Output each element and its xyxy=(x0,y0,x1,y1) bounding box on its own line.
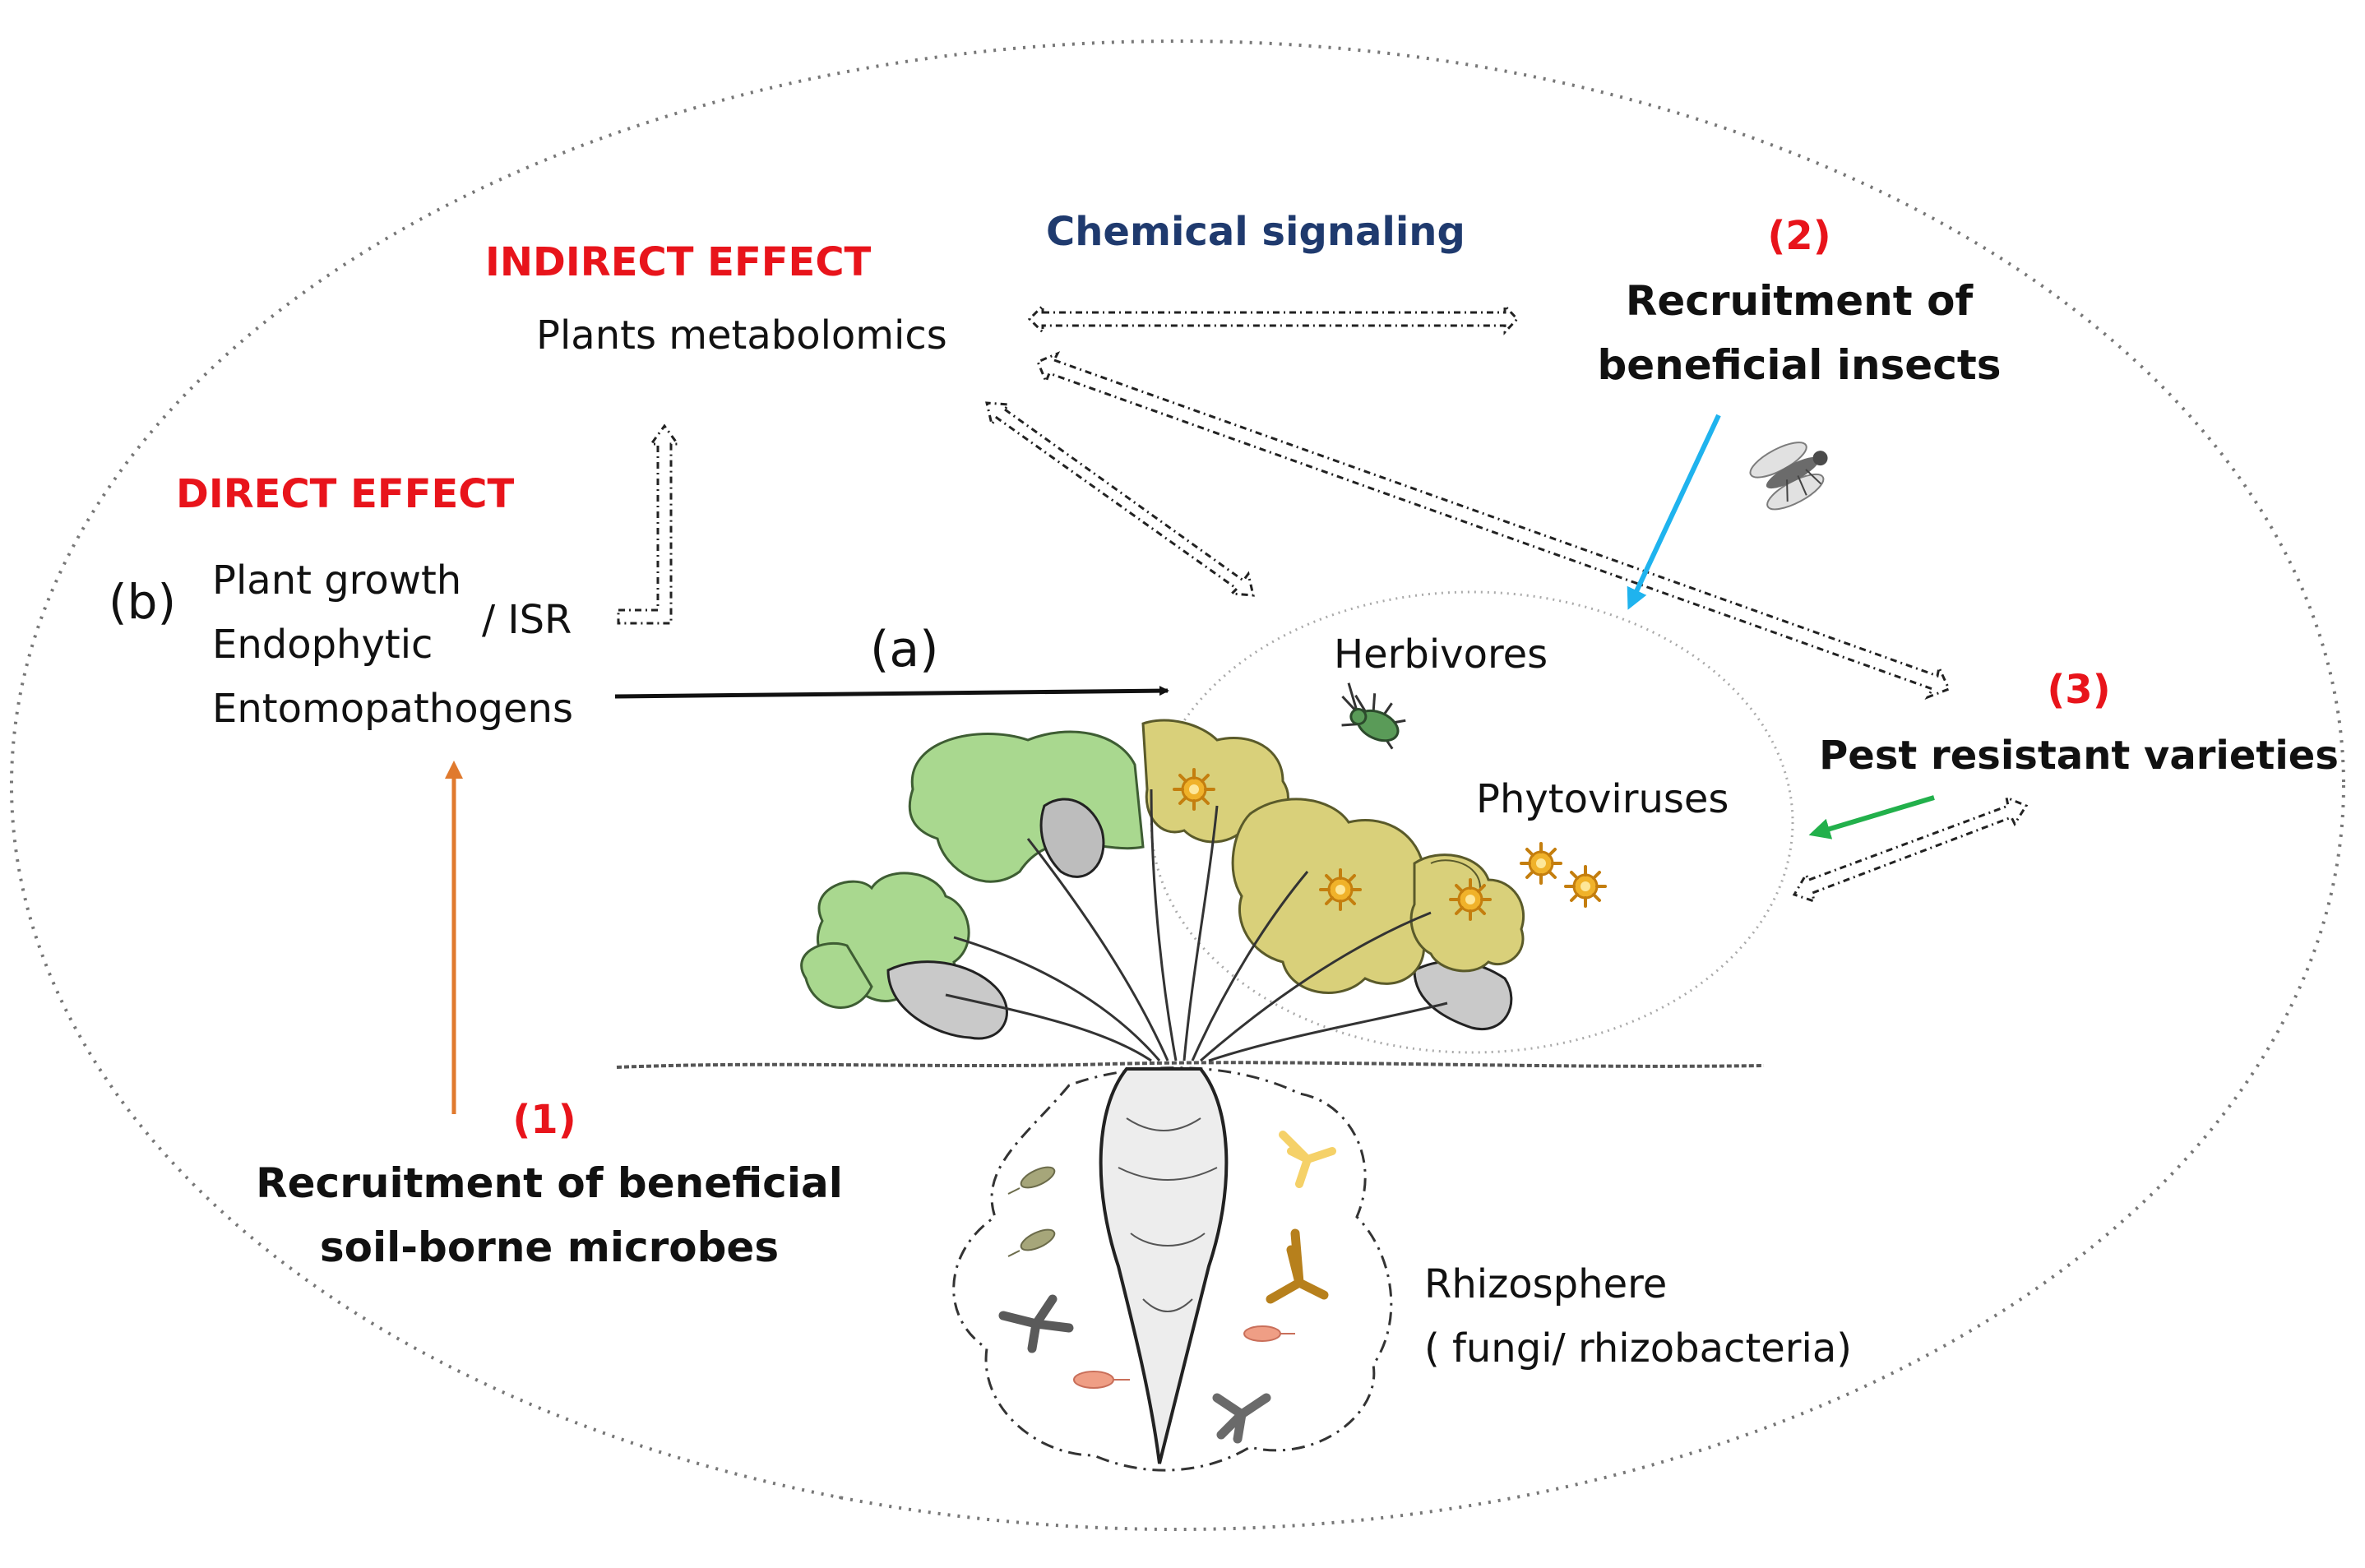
rhizosphere-label: Rhizosphere xyxy=(1424,1261,1667,1307)
direct-effect-heading: DIRECT EFFECT xyxy=(176,471,515,517)
plant-illustration xyxy=(616,719,1765,1464)
indirect-effect-heading: INDIRECT EFFECT xyxy=(485,239,872,285)
step-3-number: (3) xyxy=(2047,667,2110,713)
step-1-number: (1) xyxy=(512,1097,576,1143)
soil-microbes xyxy=(998,1131,1336,1444)
beneficial-insect-icon xyxy=(1749,442,1828,511)
recruitment-insects-line2: beneficial insects xyxy=(1597,341,2001,389)
virus-icon xyxy=(1520,842,1562,885)
phytoviruses-label: Phytoviruses xyxy=(1476,776,1729,822)
plant-growth-label: Plant growth xyxy=(212,557,461,604)
marker-a: (a) xyxy=(870,621,939,678)
arrow-a xyxy=(614,686,1169,699)
marker-b: (b) xyxy=(109,574,176,630)
isr-label: / ISR xyxy=(482,597,572,643)
rhizosphere-boundary xyxy=(952,1066,1393,1472)
virus-icon xyxy=(1564,865,1607,908)
outer-boundary xyxy=(10,39,2345,1531)
recruitment-insects-line1: Recruitment of xyxy=(1626,277,1974,325)
herbivore-aphid-icon xyxy=(1341,682,1406,750)
arrow-insects-to-herbivores xyxy=(1627,414,1721,610)
step-2-number: (2) xyxy=(1767,213,1830,259)
canopy-boundary xyxy=(1150,590,1794,1054)
pest-resistant-label: Pest resistant varieties xyxy=(1819,733,2339,779)
entomopathogens-label: Entomopathogens xyxy=(212,686,573,732)
recruitment-microbes-line1: Recruitment of beneficial xyxy=(256,1159,843,1207)
recruitment-microbes-line2: soil-borne microbes xyxy=(320,1223,779,1271)
endophytic-label: Endophytic xyxy=(212,622,433,668)
plants-metabolomics-label: Plants metabolomics xyxy=(536,312,947,358)
chemical-signaling-arrows xyxy=(617,303,2029,904)
chemical-signaling-heading: Chemical signaling xyxy=(1046,209,1465,255)
herbivores-label: Herbivores xyxy=(1334,631,1548,678)
fungi-rhizobacteria-label: ( fungi/ rhizobacteria) xyxy=(1424,1325,1852,1371)
arrow-resistant-to-viruses xyxy=(1808,795,1935,840)
